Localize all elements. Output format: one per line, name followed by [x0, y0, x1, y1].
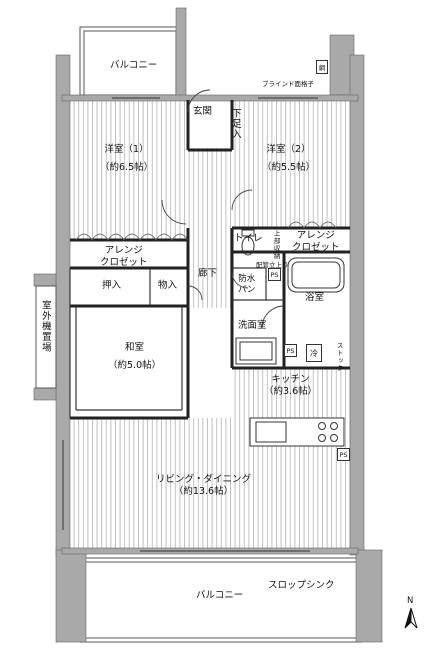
waterproof-pan-line1: 防水: [238, 274, 256, 284]
north-label: N: [407, 596, 414, 606]
ps-box-washroom: PS: [284, 344, 297, 357]
upper-storage-label: 上部収納: [272, 230, 281, 260]
slop-sink-label: スロップシンク: [268, 580, 335, 591]
western-room-1: 洋室（1） （約6.5帖）: [100, 144, 153, 174]
japanese-room-size: （約5.0帖）: [108, 359, 162, 371]
western-room-2: 洋室（2） （約5.5帖）: [262, 144, 315, 174]
kitchen-room: キッチン （約3.6帖）: [264, 374, 317, 398]
arrange-closet-2-line2: クロゼット: [292, 241, 340, 253]
bathtub: [287, 257, 345, 293]
blind-grille-label: ブラインド面格子: [262, 80, 314, 88]
living-dining-name: リビング・ダイニング: [156, 474, 252, 485]
arrange-closet-1: アレンジ クロゼット: [100, 245, 148, 269]
waterproof-pan-label: 防水 パン: [238, 274, 255, 295]
entrance-label: 玄関: [193, 106, 213, 117]
monoire-label: 物入: [158, 280, 178, 291]
oshiire-label: 押入: [102, 280, 122, 291]
door-swings: [161, 89, 285, 329]
outdoor-unit-label: 室外機置場: [39, 300, 51, 353]
interior-walls: [70, 100, 350, 420]
western-room-2-size: （約5.5帖）: [262, 161, 316, 173]
toilet-bowl: [241, 229, 255, 256]
waterproof-pan-line2: パン: [238, 284, 256, 295]
fridge-mark: 冷: [306, 344, 322, 362]
partition-lines: [69, 267, 284, 418]
north-arrow: [404, 607, 418, 629]
japanese-room: 和室 （約5.0帖）: [108, 342, 161, 372]
structural-walls: [33, 7, 383, 643]
wash-basin: [235, 337, 277, 365]
shoe-storage-label: 下足入: [229, 108, 241, 140]
kitchen-counter: [249, 417, 345, 447]
toilet-label: トイレ: [234, 233, 263, 244]
western-room-1-name: 洋室（1）: [104, 144, 149, 155]
kitchen-room-name: キッチン: [271, 374, 310, 385]
closet-doors: [75, 221, 337, 241]
balcony-top-label: バルコニー: [110, 60, 158, 71]
stock-label: ストック: [335, 342, 344, 372]
windows: [62, 97, 318, 552]
japanese-room-name: 和室: [125, 342, 145, 353]
hallway-label: 廊下: [198, 268, 218, 279]
washroom-label: 洗面室: [238, 320, 267, 331]
ps-box-top: PS: [268, 268, 281, 281]
ps-box-kitchen: PS: [337, 448, 350, 461]
living-dining-room: リビング・ダイニング （約13.6帖）: [156, 474, 251, 498]
western-room-1-size: （約6.5帖）: [100, 161, 154, 173]
kitchen-room-size: （約3.6帖）: [264, 385, 318, 397]
arrange-closet-1-line1: アレンジ: [104, 245, 143, 256]
living-dining-size: （約13.6帖）: [173, 485, 234, 497]
arrange-closet-1-line2: クロゼット: [100, 256, 148, 268]
blind-grille-mark: 網: [316, 60, 328, 74]
arrange-closet-2: アレンジ クロゼット: [292, 230, 340, 254]
arrange-closet-2-line1: アレンジ: [296, 230, 335, 241]
bath-label: 浴室: [305, 292, 325, 303]
pipe-space-label: 配管立上り: [256, 261, 289, 269]
outdoor-unit-area: [35, 285, 57, 389]
western-room-2-name: 洋室（2）: [266, 144, 311, 155]
balcony-bottom-label: バルコニー: [196, 590, 244, 601]
